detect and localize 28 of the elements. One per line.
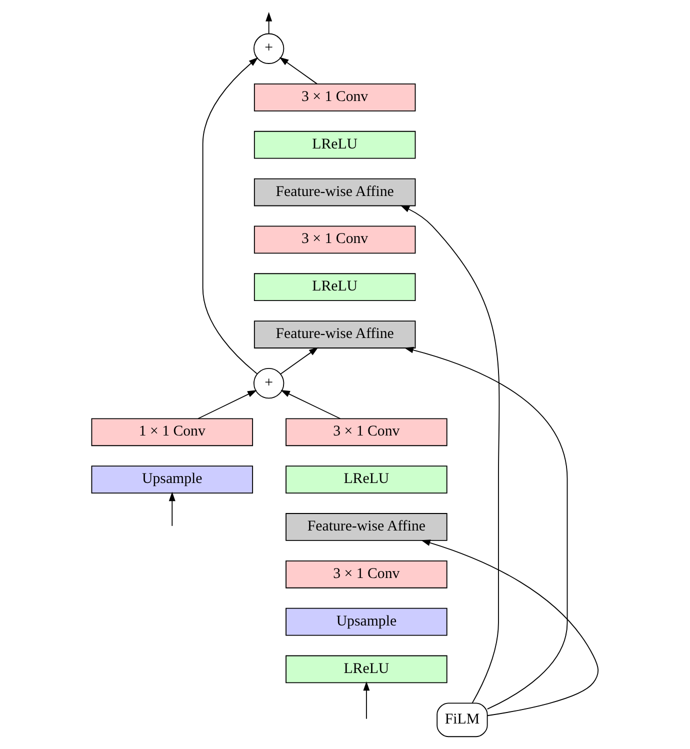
arrow (266, 12, 272, 34)
arrow (363, 681, 370, 720)
node-box: 3 × 1 Conv (254, 226, 416, 254)
node-box: Upsample (286, 608, 448, 636)
node-box: 3 × 1 Conv (286, 418, 448, 446)
node-box: 3 × 1 Conv (254, 84, 416, 112)
node-box: 3 × 1 Conv (286, 560, 448, 588)
node-box: Feature-wise Affine (286, 513, 448, 541)
node-circle: + (254, 33, 284, 64)
node-box: LReLU (286, 655, 448, 684)
node-box: Feature-wise Affine (254, 178, 416, 206)
arrow (280, 347, 318, 374)
node-box: FiLM (436, 702, 488, 738)
node-box: Upsample (91, 466, 254, 494)
arrow (168, 492, 176, 526)
node-box: LReLU (286, 466, 448, 494)
node-box: Feature-wise Affine (254, 320, 416, 348)
arrow (279, 57, 318, 84)
node-box: LReLU (254, 273, 416, 302)
node-box: 1 × 1 Conv (91, 418, 254, 446)
arrow (404, 346, 568, 710)
arrow (400, 205, 500, 704)
arrow (198, 390, 257, 420)
node-box: LReLU (254, 130, 416, 159)
arrow (421, 540, 599, 716)
node-circle: + (254, 368, 284, 399)
arrow (202, 57, 258, 374)
arrow (280, 390, 341, 420)
